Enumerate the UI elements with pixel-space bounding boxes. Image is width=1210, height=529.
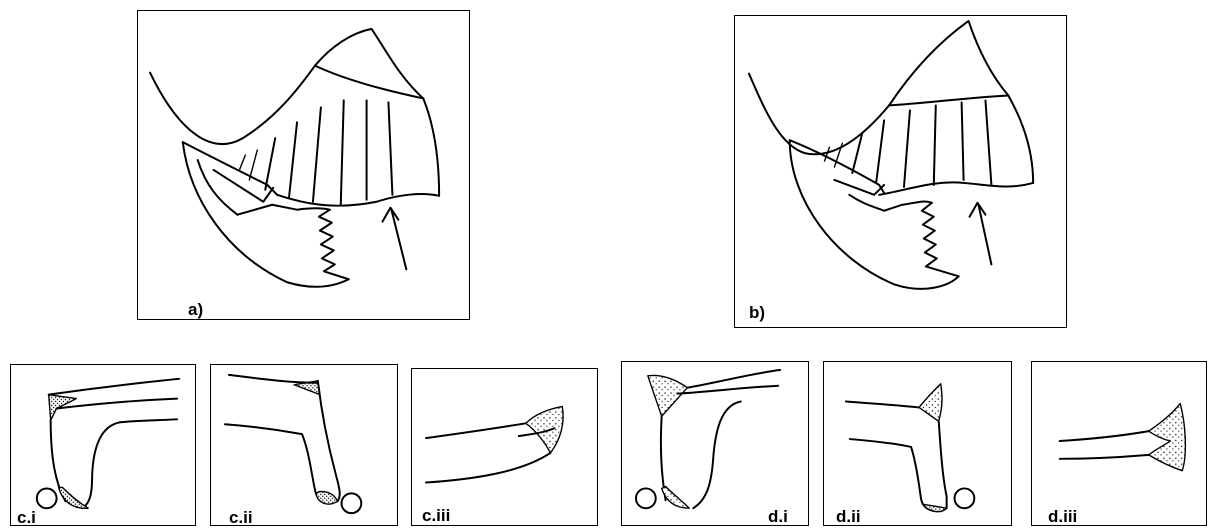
jaw-lateral-drawing-a (138, 11, 469, 319)
panel-label-d-i: d.i (768, 508, 788, 525)
panel-label-a: a) (188, 301, 203, 318)
panel-b: b) (734, 15, 1067, 328)
panel-d-i: d.i (621, 361, 809, 526)
panel-label-c-i: c.i (17, 509, 36, 526)
jaw-tip-drawing-d-i (622, 362, 808, 525)
jaw-tip-drawing-d-iii (1032, 362, 1206, 525)
panel-label-c-iii: c.iii (422, 507, 450, 524)
panel-label-b: b) (749, 304, 765, 321)
panel-label-d-ii: d.ii (836, 508, 861, 525)
jaw-tip-drawing-d-ii (824, 362, 1011, 525)
panel-c-i: c.i (10, 364, 196, 526)
jaw-tip-drawing-c-iii (412, 369, 597, 525)
jaw-lateral-drawing-b (735, 16, 1066, 327)
panel-d-ii: d.ii (823, 361, 1012, 526)
panel-label-c-ii: c.ii (229, 509, 253, 526)
panel-c-ii: c.ii (210, 364, 398, 526)
panel-c-iii: c.iii (411, 368, 598, 526)
jaw-tip-drawing-c-ii (211, 365, 397, 525)
panel-a: a) (137, 10, 470, 320)
panel-label-d-iii: d.iii (1048, 508, 1077, 525)
jaw-tip-drawing-c-i (11, 365, 195, 525)
panel-d-iii: d.iii (1031, 361, 1207, 526)
